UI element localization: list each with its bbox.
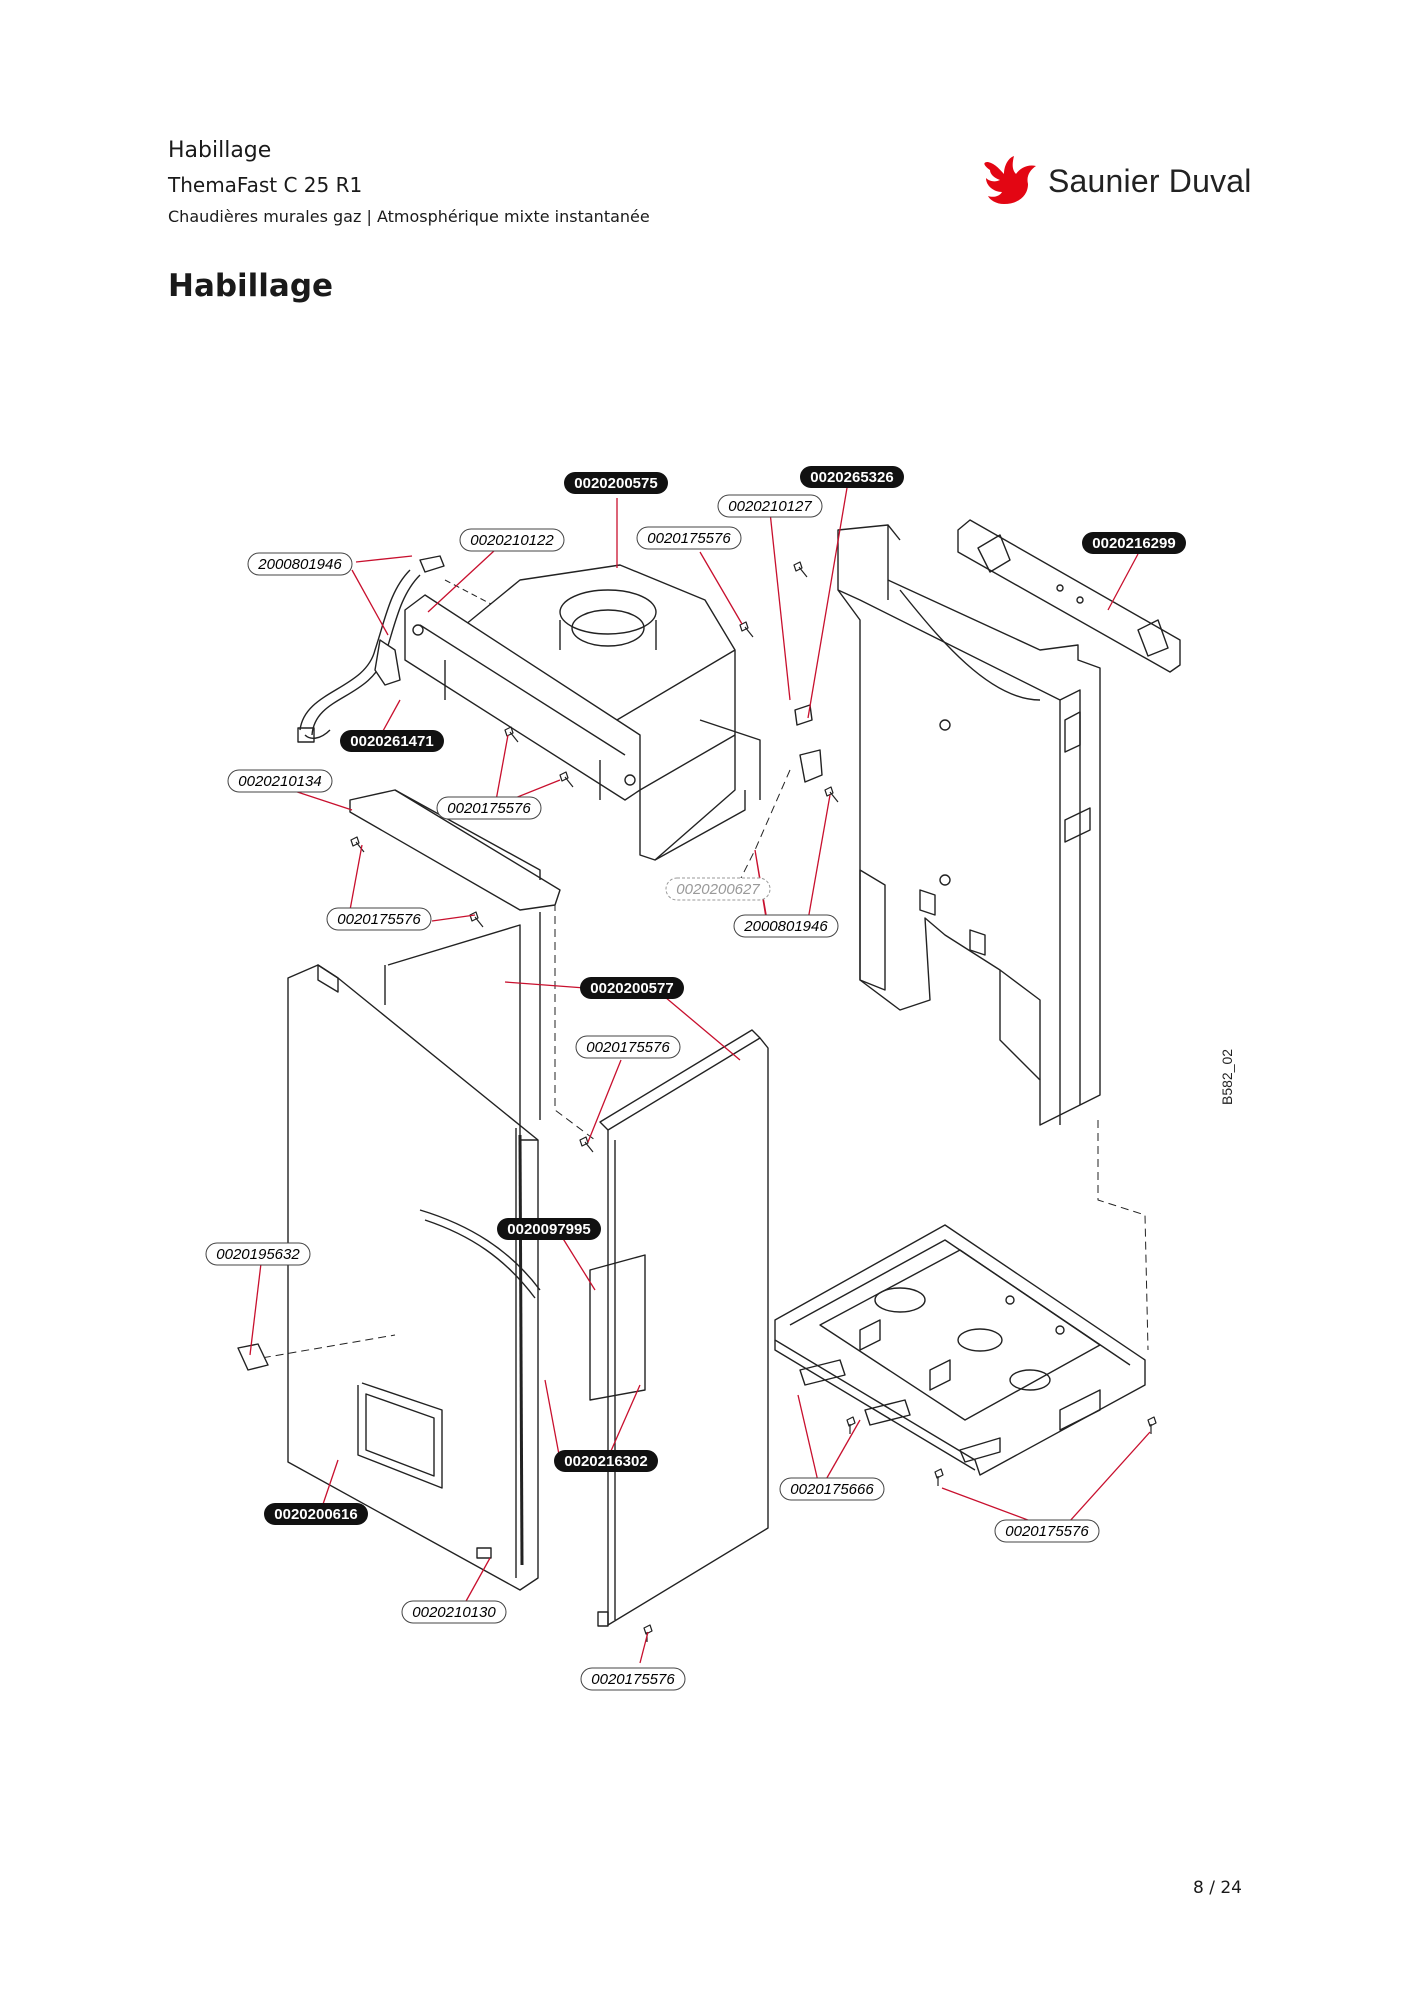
highlight-labels: 0020200575 0020265326 0020216299 0020261… (264, 466, 1186, 1525)
brand-name: Saunier Duval (1048, 162, 1252, 199)
svg-text:0020210122: 0020210122 (470, 532, 554, 549)
bird-logo-icon (984, 156, 1036, 204)
page-number: 8 / 24 (1193, 1878, 1242, 1898)
label-0020175576-b: 0020175576 (436, 796, 542, 820)
label-0020210122: 0020210122 (459, 528, 565, 552)
label-0020175576-a: 0020175576 (636, 526, 742, 550)
svg-text:0020175576: 0020175576 (586, 1039, 670, 1056)
back-frame (837, 524, 1101, 1126)
label-0020200627: 0020200627 (665, 877, 771, 901)
front-panel (287, 964, 541, 1591)
label-0020216299: 0020216299 (1082, 532, 1186, 554)
label-0020261471: 0020261471 (340, 730, 444, 752)
label-0020210127: 0020210127 (717, 494, 823, 518)
side-panel (589, 1029, 769, 1627)
svg-text:0020265326: 0020265326 (810, 469, 893, 486)
svg-text:0020097995: 0020097995 (507, 1221, 590, 1238)
svg-text:0020216299: 0020216299 (1092, 535, 1175, 552)
top-rail (957, 519, 1181, 673)
label-2000801946-b: 2000801946 (733, 914, 839, 938)
svg-text:0020200577: 0020200577 (590, 980, 673, 997)
svg-text:0020200627: 0020200627 (676, 881, 760, 898)
svg-text:0020210134: 0020210134 (238, 773, 321, 790)
screws (350, 561, 1157, 1642)
svg-text:0020175576: 0020175576 (447, 800, 531, 817)
svg-text:0020216302: 0020216302 (564, 1453, 647, 1470)
bottom-chassis (774, 1224, 1146, 1476)
brand-logo: Saunier Duval (982, 156, 1252, 206)
header-category: Chaudières murales gaz | Atmosphérique m… (168, 207, 650, 226)
label-0020195632: 0020195632 (205, 1242, 311, 1266)
svg-text:0020175576: 0020175576 (647, 530, 731, 547)
label-0020200577: 0020200577 (580, 977, 684, 999)
label-0020216302: 0020216302 (554, 1450, 658, 1472)
label-0020200616: 0020200616 (264, 1503, 368, 1525)
svg-text:0020175576: 0020175576 (337, 911, 421, 928)
document-header: Habillage ThemaFast C 25 R1 Chaudières m… (168, 134, 650, 232)
svg-text:0020175666: 0020175666 (790, 1481, 874, 1498)
svg-text:0020261471: 0020261471 (350, 733, 433, 750)
svg-text:0020175576: 0020175576 (1005, 1523, 1089, 1540)
label-0020175666: 0020175666 (779, 1477, 885, 1501)
label-0020175576-d: 0020175576 (575, 1035, 681, 1059)
header-section: Habillage (168, 138, 272, 163)
label-0020097995: 0020097995 (497, 1218, 601, 1240)
svg-text:0020200616: 0020200616 (274, 1506, 357, 1523)
page-title: Habillage (168, 268, 334, 304)
svg-text:0020210130: 0020210130 (412, 1604, 496, 1621)
svg-text:2000801946: 2000801946 (743, 918, 828, 935)
drawing-reference: B582_02 (1219, 1049, 1235, 1105)
svg-text:0020200575: 0020200575 (574, 475, 657, 492)
svg-text:2000801946: 2000801946 (257, 556, 342, 573)
label-0020175576-e: 0020175576 (994, 1519, 1100, 1543)
part-labels: 0020210127 0020210122 0020175576 2000801… (205, 494, 1100, 1691)
label-0020265326: 0020265326 (800, 466, 904, 488)
header-model: ThemaFast C 25 R1 (168, 173, 363, 197)
label-2000801946-a: 2000801946 (247, 552, 353, 576)
label-0020175576-c: 0020175576 (326, 907, 432, 931)
svg-text:0020175576: 0020175576 (591, 1671, 675, 1688)
sensor-harness (297, 555, 445, 743)
label-0020200575: 0020200575 (564, 472, 668, 494)
svg-text:0020210127: 0020210127 (728, 498, 812, 515)
svg-text:0020195632: 0020195632 (216, 1246, 300, 1263)
label-0020210130: 0020210130 (401, 1600, 507, 1624)
label-0020210134: 0020210134 (227, 769, 333, 793)
hood-bracket (404, 594, 641, 801)
label-0020175576-f: 0020175576 (580, 1667, 686, 1691)
